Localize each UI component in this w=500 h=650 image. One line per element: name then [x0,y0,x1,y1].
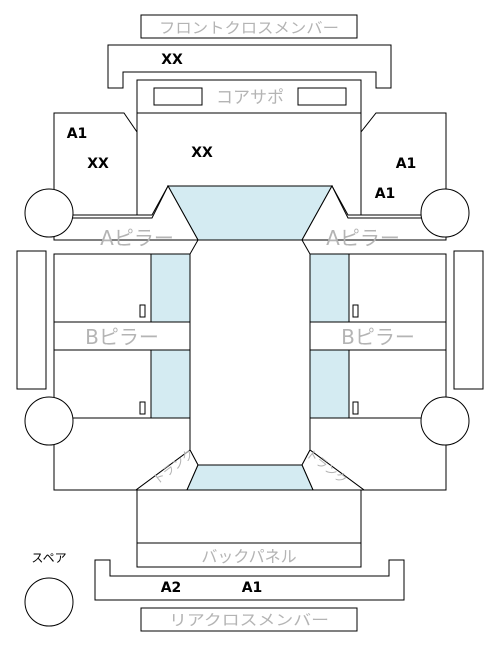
right-front-door-handle[interactable] [352,304,359,318]
mark-right-fender-bottom: A1 [375,186,396,202]
mark-rear-cross-left: A2 [161,580,182,596]
rear-window[interactable] [186,464,314,491]
a-pillar-left-label: Aピラー [100,226,174,250]
b-pillar-right-label: Bピラー [341,325,415,349]
mark-left-fender-bottom: XX [87,156,109,172]
b-pillar-left-label: Bピラー [85,325,159,349]
spare-tire[interactable] [24,577,74,627]
rear-cross-member-label: リアクロスメンバー [169,611,329,629]
right-rear-door-handle[interactable] [352,401,359,415]
right-front-door-glass[interactable] [309,253,350,323]
back-panel-label: バックパネル [201,547,296,566]
front-right-wheel[interactable] [420,188,470,238]
left-front-door-handle[interactable] [139,304,146,318]
left-side-sill[interactable] [16,250,47,390]
back-panel[interactable] [136,542,362,568]
rear-right-wheel[interactable] [420,396,470,446]
right-rear-door-glass[interactable] [309,349,350,419]
mark-rear-cross-right: A1 [242,580,263,596]
mark-left-fender-top: A1 [67,126,88,142]
front-left-wheel[interactable] [24,188,74,238]
headlight-left[interactable] [153,87,203,106]
left-front-door-glass[interactable] [150,253,191,323]
mark-hood: XX [191,145,213,161]
rear-cross-member[interactable] [94,559,405,601]
front-cross-member-label-box [140,14,358,39]
right-side-sill[interactable] [453,250,484,390]
mark-right-fender-top: A1 [396,156,417,172]
rear-left-wheel[interactable] [24,396,74,446]
left-rear-door-handle[interactable] [139,401,146,415]
front-cross-member[interactable] [107,44,392,89]
right-front-fender[interactable] [360,112,447,216]
front-cross-member-label: フロントクロスメンバー [159,19,339,37]
mark-front-cross-member: XX [161,52,183,68]
a-pillar-right-label: Aピラー [326,226,400,250]
trunk-lid[interactable] [136,489,362,544]
roof[interactable] [189,239,311,466]
spare-label: スペア [31,551,66,565]
b-pillar-left[interactable] [53,321,191,351]
core-support-label: コアサポ [216,88,284,108]
rear-cross-member-label-box [140,607,358,632]
headlight-right[interactable] [297,87,347,106]
left-rear-door-glass[interactable] [150,349,191,419]
